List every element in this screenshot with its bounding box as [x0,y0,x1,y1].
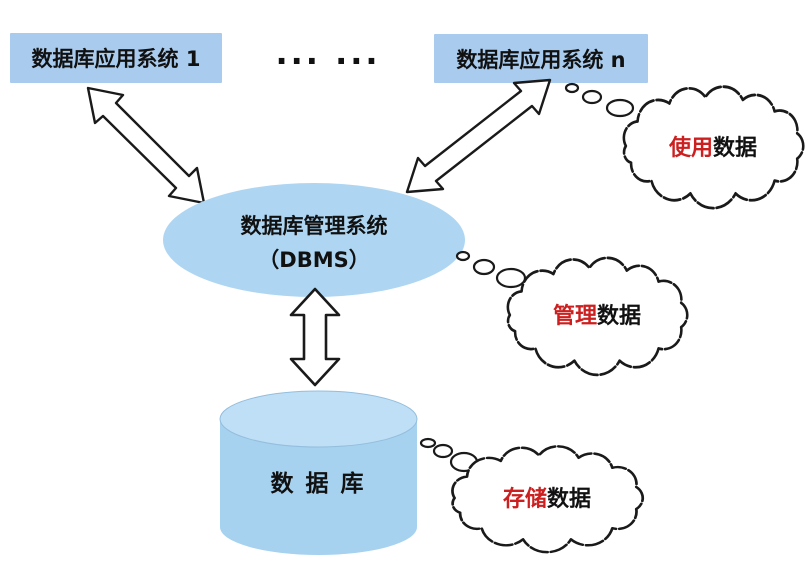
cloud-manage-action: 管理 [553,303,597,329]
cloud-manage-label: 管理数据 [553,303,641,329]
bubble-large-icon [495,267,527,289]
ellipsis-dots: ··· ··· [275,42,380,80]
bubble-small-icon [455,250,471,262]
app-system-n-box [434,34,648,83]
cloud-store-label: 存储数据 [503,486,591,512]
bubble-trail-store [419,437,479,473]
bubble-medium-icon [432,443,454,459]
dbms-ellipse [163,183,465,297]
bubble-medium-icon [581,89,603,105]
cloud-store-object: 数据 [547,486,591,512]
cloud-use-action: 使用 [668,136,713,161]
arrow-dbms-database [289,287,341,387]
cloud-manage-data: 管理数据 [506,256,689,377]
cloud-use-object: 数据 [713,135,757,161]
app-system-1-label: 数据库应用系统 1 [32,47,201,71]
cloud-use-label: 使用数据 [668,135,757,161]
bubble-trail-manage [455,250,527,289]
database-cylinder-top [219,390,418,448]
dbms-abbr-label: （DBMS） [258,248,369,272]
app-system-n-label: 数据库应用系统 n [456,48,625,72]
dbms-name-label: 数据库管理系统 [241,214,388,238]
bubble-small-icon [564,82,580,94]
database-label: 数 据 库 [270,471,365,497]
bubble-medium-icon [472,258,496,276]
cloud-manage-object: 数据 [597,303,641,329]
cloud-store-data: 存储数据 [451,444,645,554]
cloud-store-action: 存储 [503,486,547,512]
arrow-appn-dbms [405,78,552,194]
bubble-small-icon [419,437,437,449]
app-system-1-box [10,33,222,83]
arrow-app1-dbms [86,86,206,205]
cloud-use-data: 使用数据 [622,85,805,210]
bubble-trail-use [564,82,635,118]
bubble-large-icon [605,98,635,118]
